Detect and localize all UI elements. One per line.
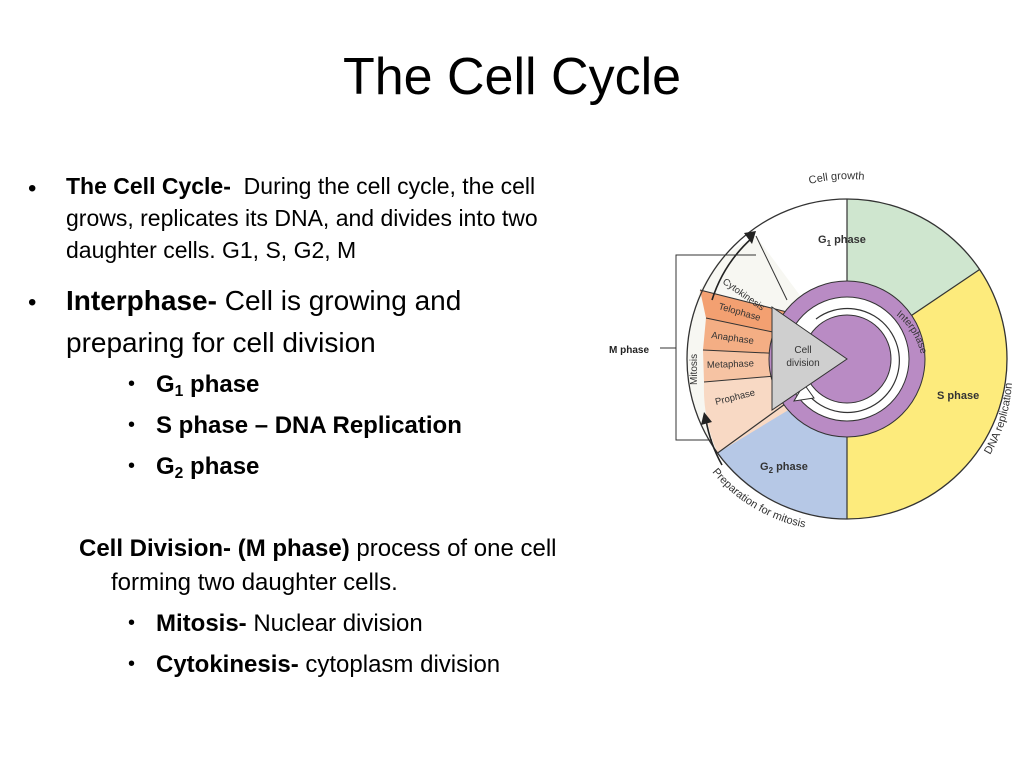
sub-bullet-cytokinesis: Cytokinesis- cytoplasm division (156, 651, 501, 678)
metaphase-label: Metaphase (707, 358, 754, 371)
sub-bullet-g1: G1 phase (156, 371, 260, 400)
paragraph-body: process of one cell forming two daughter… (111, 535, 557, 596)
bullet-marker: • (28, 289, 37, 316)
sub-bullet-mitosis: Mitosis- Nuclear division (156, 610, 423, 637)
divider-line (755, 235, 788, 301)
arrowhead (701, 412, 712, 425)
g1-phase-label: G1 phase (818, 234, 866, 248)
cycle-direction-arrow (711, 237, 753, 301)
s-phase-segment (847, 269, 1007, 519)
sub-bullet-marker: • (128, 612, 136, 634)
m-phase-label: M phase (609, 345, 649, 356)
sub-bullet-s-phase: S phase – DNA Replication (156, 412, 462, 439)
cell-cycle-diagram: Cell growth G1 phase S phase G2 phase DN… (600, 170, 1024, 550)
g2-phase-label: G2 phase (760, 461, 808, 475)
bullet-text-column: • The Cell Cycle- During the cell cycle,… (28, 170, 606, 678)
paragraph-heading: Cell Division- (M phase) (79, 535, 350, 562)
bullet-heading: The Cell Cycle- (66, 173, 231, 199)
mitosis-label: Mitosis (689, 354, 700, 385)
cell-division-wedge (771, 306, 848, 411)
bullet-heading: Interphase- (66, 285, 217, 316)
arrowhead (744, 231, 756, 244)
sub-bullet-marker: • (128, 414, 136, 436)
bullet-marker: • (28, 175, 37, 202)
sub-bullet-marker: • (128, 653, 136, 675)
bullet-cell-cycle: The Cell Cycle- During the cell cycle, t… (66, 170, 606, 266)
telophase-band (700, 290, 787, 335)
cell-division-label-line1: Cell (794, 345, 811, 356)
cell-growth-label: Cell growth (808, 170, 865, 187)
sub-bullet-g2: G2 phase (156, 453, 260, 482)
cell-division-paragraph: Cell Division- (M phase) process of one … (79, 532, 631, 600)
cell-division-label-line2: division (786, 358, 819, 369)
cycle-arrowhead (793, 383, 815, 402)
sub-bullet-marker: • (128, 373, 136, 395)
bullet-interphase: Interphase- Cell is growing and preparin… (66, 280, 571, 364)
s-phase-label: S phase (937, 390, 979, 402)
anaphase-band (703, 318, 787, 354)
cycle-arrow (805, 307, 900, 414)
bullet-body: During the cell cycle, the cell grows, r… (66, 173, 538, 263)
cell-cycle-svg: Cell growth G1 phase S phase G2 phase DN… (609, 170, 1015, 531)
slide-title: The Cell Cycle (342, 48, 682, 106)
sub-bullet-marker: • (128, 455, 136, 477)
bullet-body: Cell is growing and preparing for cell d… (66, 285, 462, 358)
metaphase-band (703, 350, 787, 382)
